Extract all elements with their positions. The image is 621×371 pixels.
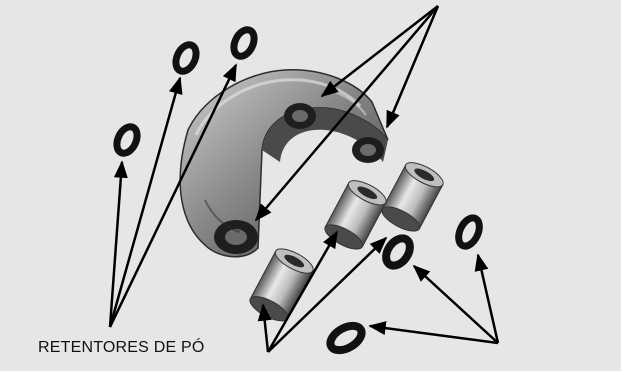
arrow-top-to-bore-upper-left: [322, 6, 438, 96]
dust-seal-right-upper: [455, 215, 484, 250]
arrow-right-to-seal-right-upper: [478, 255, 498, 343]
arrow-top-to-bore-upper-right: [387, 6, 438, 127]
dust-seal-upper-1: [172, 42, 200, 75]
dust-seal-bottom: [326, 321, 365, 355]
dust-seals-label: RETENTORES DE PÓ: [38, 338, 205, 358]
casting-bore-upper-left: [284, 103, 316, 129]
arrow-right-to-seal-bottom: [370, 326, 498, 343]
casting-bore-upper-right: [352, 137, 384, 163]
dust-seal-left: [113, 124, 141, 157]
dust-seal-upper-2: [230, 27, 258, 60]
casting-bore-lower: [214, 220, 258, 254]
bushing-upper-right: [378, 158, 446, 236]
arrow-right-to-seal-right-middle: [414, 266, 498, 343]
